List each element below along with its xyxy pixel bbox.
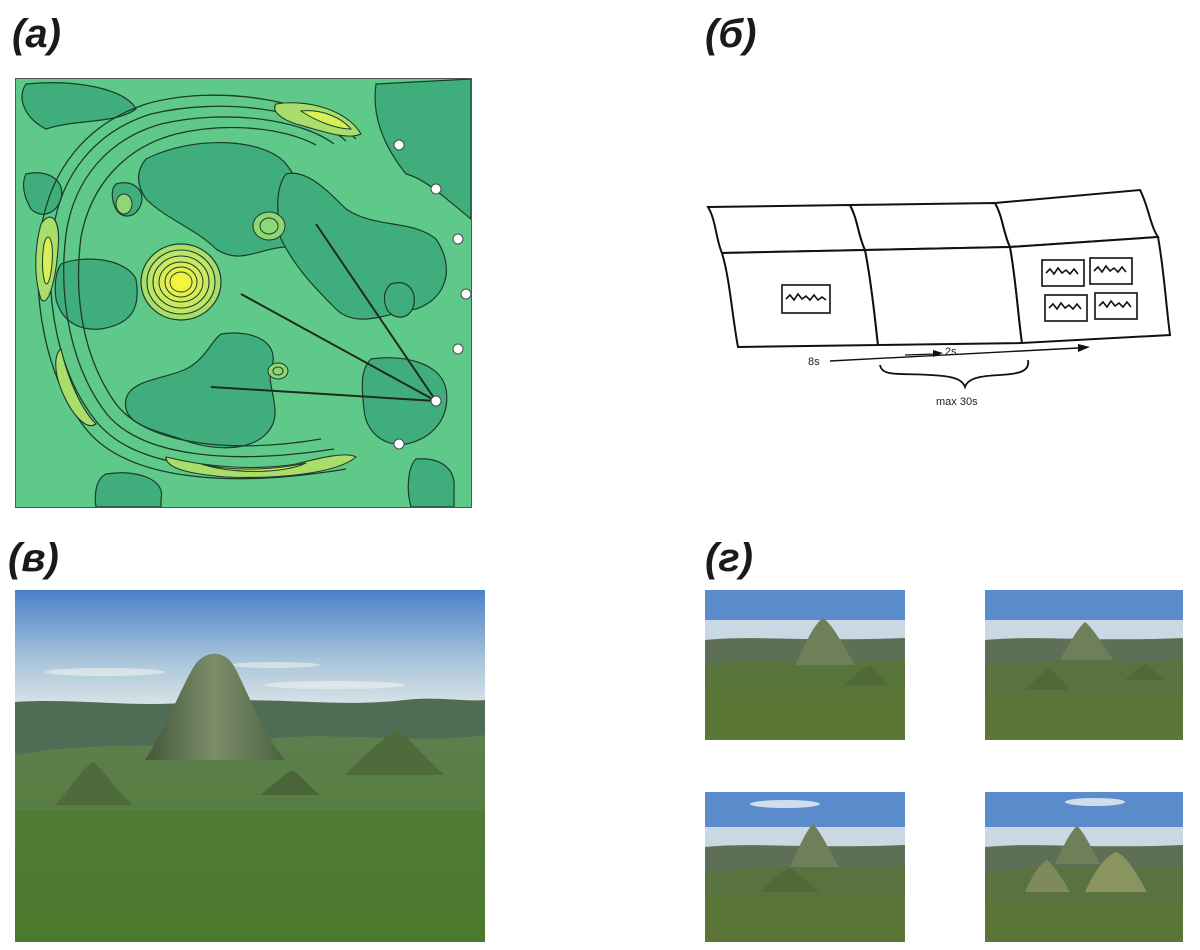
foreground [15, 810, 485, 942]
ridge-peaks [42, 110, 353, 472]
landscape-variant-1 [705, 590, 905, 740]
landscape-variant-3 [705, 792, 905, 942]
contour-map [15, 78, 472, 508]
trace-boxes [781, 257, 1138, 322]
contour-map-svg [16, 79, 471, 507]
time-label-2s: 2s [945, 346, 957, 358]
target-hill [140, 243, 222, 321]
start-positions [393, 139, 471, 450]
trajectories [210, 223, 437, 402]
sky [15, 590, 485, 720]
landscape-variant-4 [985, 792, 1183, 942]
time-label-max: max 30s [936, 396, 978, 408]
landscape-main-svg [15, 590, 485, 942]
clouds [45, 662, 405, 689]
right-peak [345, 730, 445, 775]
small-peak [260, 770, 320, 795]
timeline-svg: 8s 2s max 30s [706, 188, 1172, 408]
panel-label-b: (б) [705, 12, 757, 56]
small-hills [115, 193, 289, 380]
central-peak [145, 653, 285, 760]
panel-label-a: (а) [12, 12, 61, 56]
time-label-8s: 8s [808, 356, 820, 368]
left-peak [55, 762, 133, 805]
panel-label-c: (в) [8, 536, 59, 580]
variant-3-svg [705, 792, 905, 942]
variant-2-svg [985, 590, 1183, 740]
variant-4-svg [985, 792, 1183, 942]
ridge-contours [37, 94, 357, 480]
duration-brace [879, 359, 1030, 390]
variant-1-svg [705, 590, 905, 740]
landscape-variant-2 [985, 590, 1183, 740]
timeline-diagram: 8s 2s max 30s [700, 175, 1190, 415]
low-regions [21, 79, 471, 507]
landscape-main [15, 590, 485, 942]
panel-label-d: (г) [705, 536, 753, 580]
time-arrow [829, 344, 1090, 362]
